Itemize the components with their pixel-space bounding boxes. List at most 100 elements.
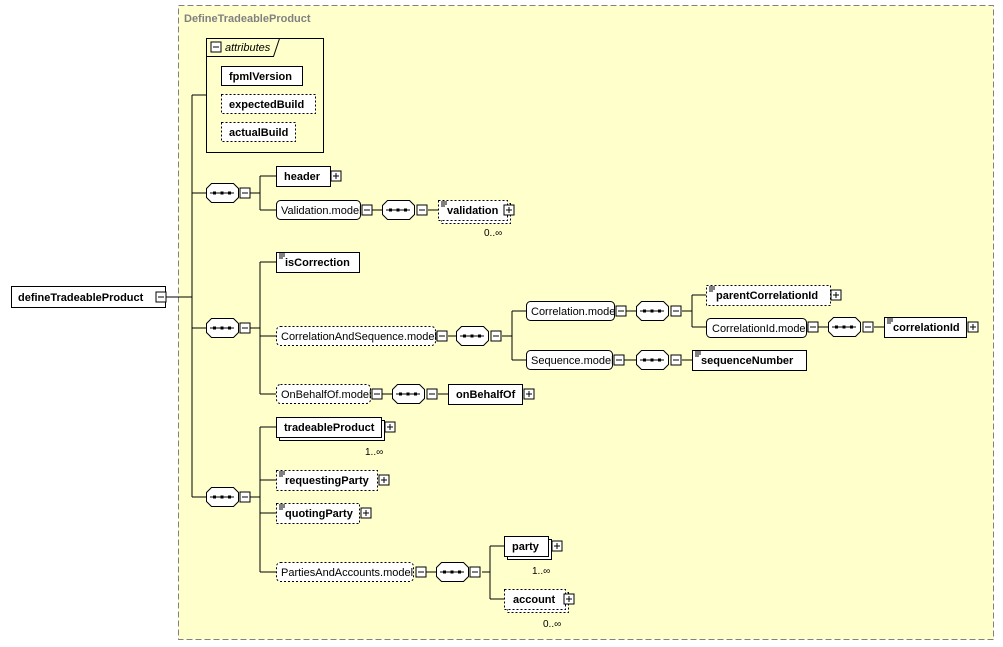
sequence-compositor-correlationid[interactable] bbox=[828, 317, 874, 337]
collapse-icon[interactable] bbox=[361, 204, 373, 216]
collapse-icon[interactable] bbox=[415, 566, 427, 578]
sequence-icon bbox=[439, 570, 465, 574]
onbehalfof-label: onBehalfOf bbox=[456, 389, 516, 401]
tradeableproduct-label: tradeableProduct bbox=[284, 422, 375, 434]
sequence-compositor-onbehalfof[interactable] bbox=[392, 384, 438, 404]
sequence-icon bbox=[459, 334, 485, 338]
collapse-icon[interactable] bbox=[670, 305, 682, 317]
collapse-icon[interactable] bbox=[371, 388, 383, 400]
sequencenumber-label: sequenceNumber bbox=[701, 355, 794, 367]
collapse-icon[interactable] bbox=[239, 187, 251, 199]
sequence-icon bbox=[209, 191, 235, 195]
parties-and-accounts-model-label: PartiesAndAccounts.model bbox=[281, 567, 413, 579]
collapse-icon[interactable] bbox=[469, 566, 481, 578]
validation-label: validation bbox=[447, 205, 499, 217]
sequence-compositor-parties-and-accounts[interactable] bbox=[436, 562, 481, 582]
group-correlationid-model[interactable]: CorrelationId.model bbox=[706, 318, 819, 338]
root-element-label: defineTradeableProduct bbox=[18, 292, 144, 304]
iscorrection-label: isCorrection bbox=[285, 257, 350, 269]
sequence-icon bbox=[385, 208, 411, 212]
group-correlation-model[interactable]: Correlation.model bbox=[526, 301, 627, 321]
element-header[interactable]: header bbox=[276, 166, 342, 187]
collapse-icon[interactable] bbox=[239, 491, 251, 503]
collapse-icon[interactable] bbox=[615, 305, 627, 317]
group-parties-and-accounts-model[interactable]: PartiesAndAccounts.model bbox=[276, 562, 427, 582]
sequence-compositor-validation[interactable] bbox=[382, 200, 428, 220]
collapse-icon[interactable] bbox=[807, 321, 819, 333]
collapse-icon[interactable] bbox=[490, 330, 502, 342]
party-occurs: 1..∞ bbox=[532, 566, 550, 577]
correlationid-model-label: CorrelationId.model bbox=[712, 323, 808, 335]
expand-icon[interactable] bbox=[384, 421, 396, 433]
element-requestingparty[interactable]: requestingParty bbox=[276, 470, 390, 491]
quotingparty-label: quotingParty bbox=[285, 508, 354, 520]
expand-icon[interactable] bbox=[503, 204, 515, 216]
expand-icon[interactable] bbox=[551, 540, 563, 552]
expand-icon[interactable] bbox=[378, 474, 390, 486]
requestingparty-label: requestingParty bbox=[285, 475, 370, 487]
attribute-expectedbuild[interactable]: expectedBuild bbox=[229, 99, 304, 111]
collapse-icon[interactable] bbox=[862, 321, 874, 333]
collapse-icon[interactable] bbox=[416, 204, 428, 216]
connectors bbox=[166, 94, 884, 600]
sequence-icon bbox=[209, 495, 235, 499]
expand-icon[interactable] bbox=[330, 170, 342, 182]
attributes-box: attributes fpmlVersion expectedBuild act… bbox=[206, 38, 324, 153]
element-onbehalfof[interactable]: onBehalfOf bbox=[448, 384, 535, 405]
header-label: header bbox=[284, 171, 321, 183]
attributes-title: attributes bbox=[225, 42, 271, 54]
sequence-compositor-1[interactable] bbox=[206, 183, 251, 203]
sequence-compositor-sequence[interactable] bbox=[636, 350, 682, 370]
expand-icon[interactable] bbox=[360, 507, 372, 519]
element-tradeableproduct[interactable]: tradeableProduct 1..∞ bbox=[276, 417, 396, 459]
sequence-icon bbox=[209, 326, 235, 330]
party-label: party bbox=[512, 541, 540, 553]
element-sequencenumber[interactable]: sequenceNumber bbox=[692, 350, 807, 371]
sequence-model-label: Sequence.model bbox=[531, 355, 614, 367]
group-onbehalfof-model[interactable]: OnBehalfOf.model bbox=[276, 384, 383, 404]
sequence-icon bbox=[639, 358, 665, 362]
element-parentcorrelationid[interactable]: parentCorrelationId bbox=[706, 285, 842, 306]
collapse-icon[interactable] bbox=[426, 388, 438, 400]
expand-icon[interactable] bbox=[523, 388, 535, 400]
onbehalfof-model-label: OnBehalfOf.model bbox=[281, 389, 372, 401]
group-sequence-model[interactable]: Sequence.model bbox=[526, 350, 625, 370]
element-correlationid[interactable]: correlationId bbox=[884, 317, 979, 338]
sequence-compositor-correlation[interactable] bbox=[636, 301, 682, 321]
element-iscorrection[interactable]: isCorrection bbox=[276, 252, 360, 273]
sequence-icon bbox=[395, 392, 421, 396]
expand-icon[interactable] bbox=[830, 289, 842, 301]
sequence-icon bbox=[831, 325, 857, 329]
collapse-icon[interactable] bbox=[239, 322, 251, 334]
sequence-compositor-correlation-and-sequence[interactable] bbox=[456, 326, 502, 346]
sequence-compositor-3[interactable] bbox=[206, 487, 251, 507]
collapse-icon[interactable] bbox=[670, 354, 682, 366]
root-element-box[interactable]: defineTradeableProduct bbox=[11, 286, 167, 308]
correlation-and-sequence-model-label: CorrelationAndSequence.model bbox=[281, 331, 437, 343]
account-label: account bbox=[513, 594, 556, 606]
collapse-icon[interactable] bbox=[436, 330, 448, 342]
element-party[interactable]: party 1..∞ bbox=[504, 536, 563, 578]
correlationid-label: correlationId bbox=[893, 322, 960, 334]
collapse-icon[interactable] bbox=[210, 41, 222, 53]
group-validation-model[interactable]: Validation.model bbox=[276, 200, 373, 220]
attribute-fpmlversion[interactable]: fpmlVersion bbox=[229, 71, 292, 83]
account-occurs: 0..∞ bbox=[543, 619, 561, 630]
tradeableproduct-occurs: 1..∞ bbox=[365, 447, 383, 458]
sequence-compositor-2[interactable] bbox=[206, 318, 251, 338]
element-validation[interactable]: validation 0..∞ bbox=[438, 200, 515, 240]
validation-model-label: Validation.model bbox=[281, 205, 362, 217]
expand-icon[interactable] bbox=[967, 321, 979, 333]
validation-occurs: 0..∞ bbox=[484, 228, 502, 239]
collapse-icon[interactable] bbox=[613, 354, 625, 366]
element-quotingparty[interactable]: quotingParty bbox=[276, 503, 372, 524]
group-correlation-and-sequence-model[interactable]: CorrelationAndSequence.model bbox=[276, 326, 448, 346]
expand-icon[interactable] bbox=[563, 593, 575, 605]
correlation-model-label: Correlation.model bbox=[531, 306, 618, 318]
attribute-actualbuild[interactable]: actualBuild bbox=[229, 127, 288, 139]
type-title: DefineTradeableProduct bbox=[184, 13, 311, 25]
collapse-icon[interactable] bbox=[155, 291, 167, 303]
element-account[interactable]: account 0..∞ bbox=[504, 589, 575, 631]
sequence-icon bbox=[639, 309, 665, 313]
parentcorrelationid-label: parentCorrelationId bbox=[716, 290, 818, 302]
